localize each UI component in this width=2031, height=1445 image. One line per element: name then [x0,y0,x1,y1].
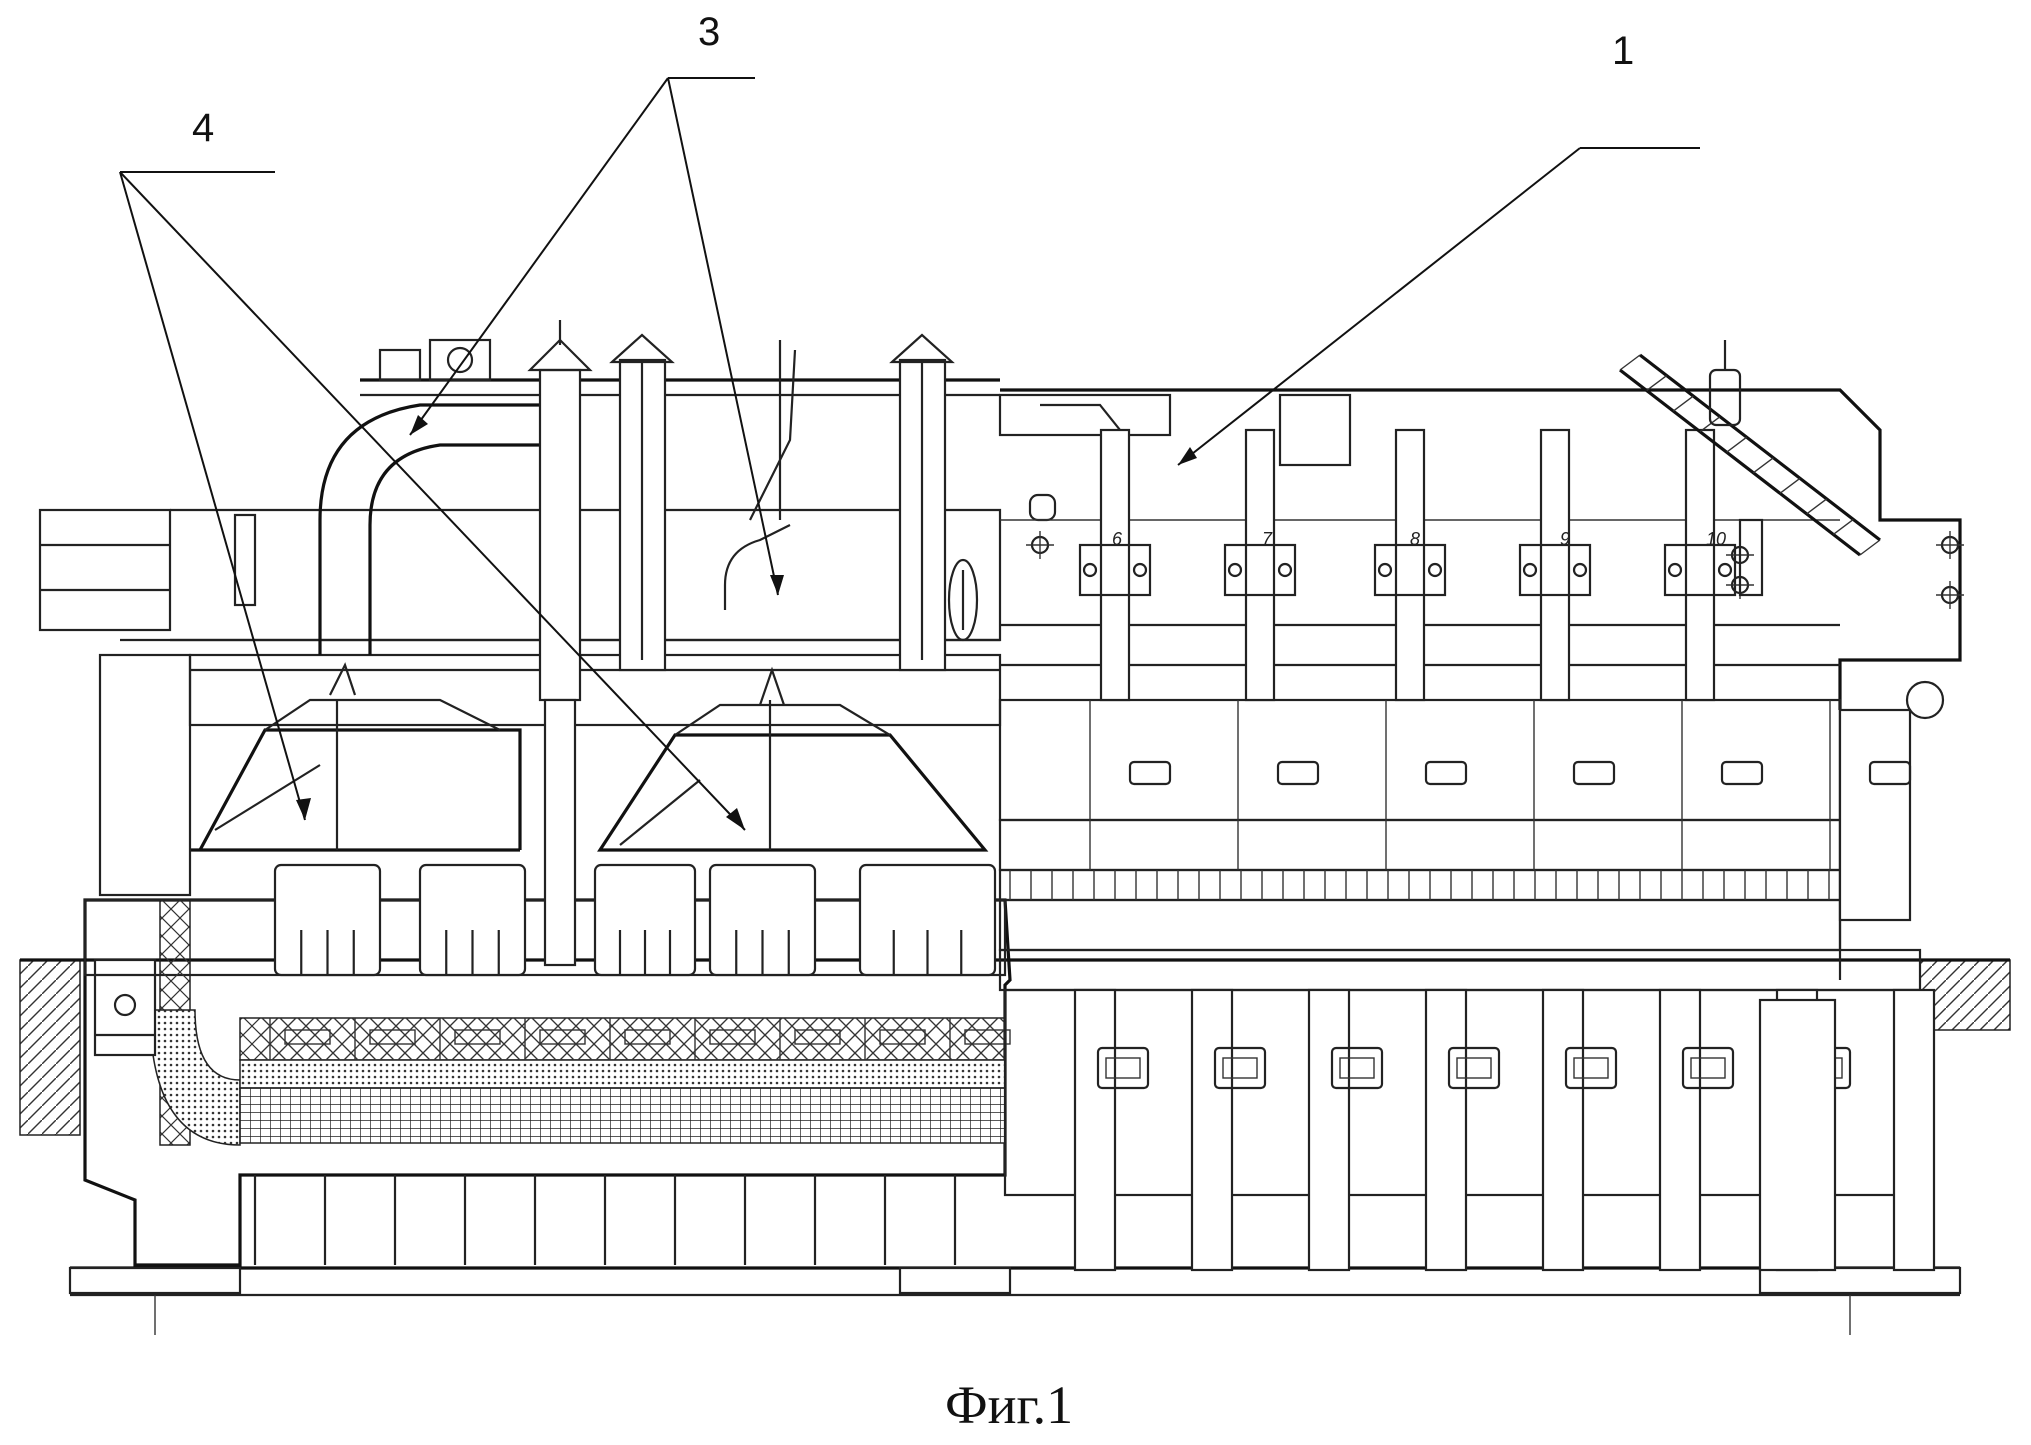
label-3: 3 [698,10,720,54]
gas-hoods [190,662,989,852]
pillar-number-7: 7 [1262,529,1273,549]
right-section [998,340,1964,992]
leader-lines [119,77,1700,831]
anode-blocks [273,863,997,977]
figure-caption: Фиг.1 [945,1375,1073,1435]
superstructure [38,320,1002,967]
right-cathode [1003,988,1936,1272]
pillar-numbers: 6 7 8 9 10 [1112,529,1726,549]
pillar-number-9: 9 [1560,529,1570,549]
pillar-number-10: 10 [1706,529,1726,549]
pillar-number-8: 8 [1410,529,1420,549]
pillar-number-6: 6 [1112,529,1123,549]
foundation [19,958,2011,1335]
label-1: 1 [1612,29,1634,73]
label-4: 4 [192,106,214,150]
